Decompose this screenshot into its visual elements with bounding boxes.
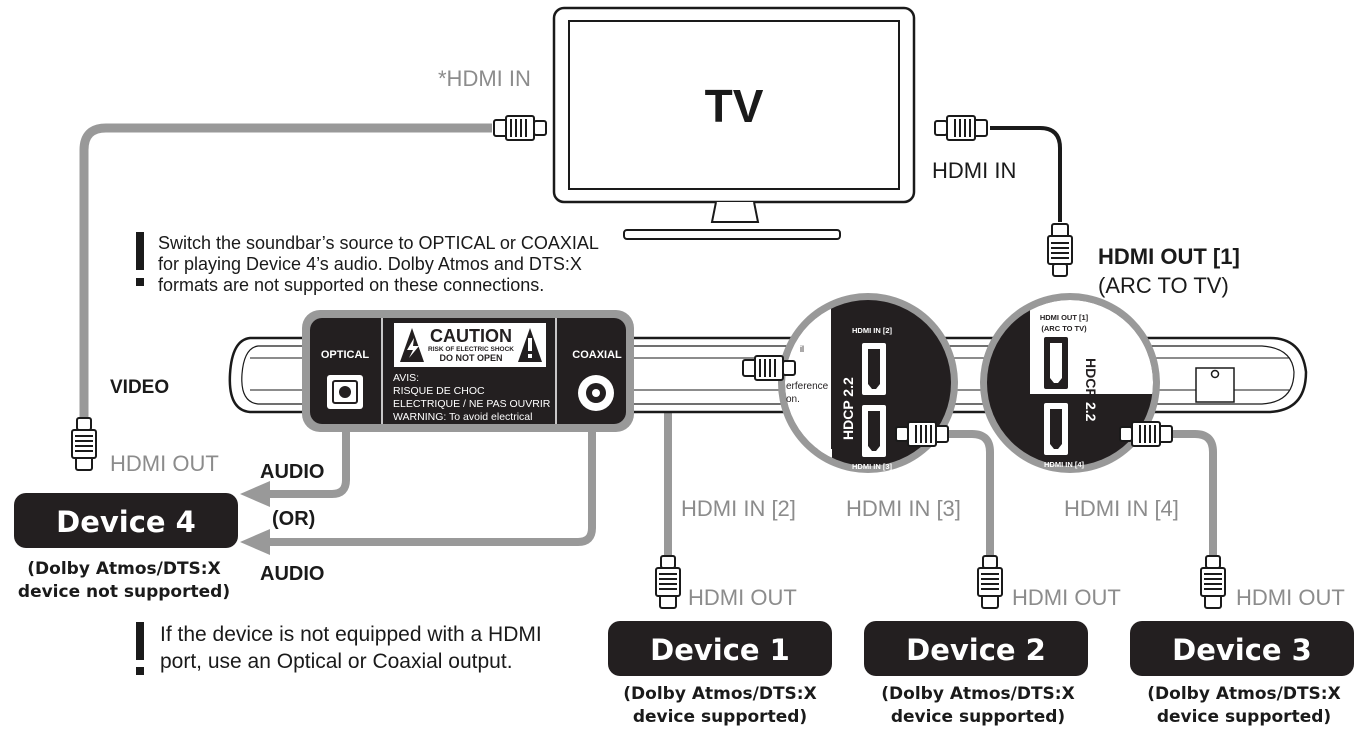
device-1-name: Device 1 [650,633,790,667]
device4-hdmi-plug [71,417,97,471]
optical-cable [268,412,350,498]
soundbar-arc-plug [1048,224,1072,276]
warning-line: WARNING: To avoid electrical [393,411,532,423]
device-4-note-line1: (Dolby Atmos/DTS:X [27,559,220,579]
hdmi-in-4-label: HDMI IN [4] [1064,496,1179,521]
video-label: VIDEO [110,377,169,398]
or-label: (OR) [272,508,315,530]
soundbar-hdmi-out-sub-label: (ARC TO TV) [1098,273,1229,298]
exclamation-icon [136,232,144,270]
device3-hdmi-out-label: HDMI OUT [1236,585,1345,610]
device1-hdmi-out-label: HDMI OUT [688,585,797,610]
partial-text-1: erference [786,381,829,392]
audio-input-panel: OPTICAL COAXIAL CAUTION RISK OF ELECTRIC… [302,310,634,432]
device-2-note-line1: (Dolby Atmos/DTS:X [881,684,1074,704]
optical-arrow [240,481,270,507]
device3-cable [1172,430,1217,560]
hdcp-label-right-top: HDCP [1083,358,1099,398]
partial-text-2: on. [786,394,800,405]
coaxial-arrow [240,529,270,555]
caution-line1: RISK OF ELECTRIC SHOCK [428,346,514,353]
hdcp-label-left: HDCP 2.2 [840,377,856,440]
hdcp-label-right-bottom: 2.2 [1083,402,1099,422]
tv-hdmi-in-right-label: HDMI IN [932,158,1016,183]
device-2: Device 2 (Dolby Atmos/DTS:X device suppo… [864,621,1088,727]
device4-hdmi-out-label: HDMI OUT [110,451,219,476]
device-4: Device 4 (Dolby Atmos/DTS:X device not s… [14,493,238,602]
device2-hdmi-plug [977,555,1003,609]
svg-text:il: il [800,344,804,354]
audio-label-1: AUDIO [260,461,324,483]
device-3: Device 3 (Dolby Atmos/DTS:X device suppo… [1130,621,1354,727]
avis-line3: ELECTRIQUE / NE PAS OUVRIR [393,398,551,410]
device-2-name: Device 2 [906,633,1046,667]
tv-hdmi-plug-left [493,115,547,141]
port-label-hdmi-out-1: HDMI OUT [1] [1040,313,1089,322]
port-label-hdmi-in-3: HDMI IN [3] [852,462,893,471]
device-4-note-line2: device not supported) [18,582,230,602]
tv-label: TV [705,80,764,132]
device1-hdmi-plug [655,555,681,609]
port-label-hdmi-in-2: HDMI IN [2] [852,326,893,335]
soundbar-hdmi-out-label: HDMI OUT [1] [1098,244,1240,269]
avis-line1: AVIS: [393,372,419,384]
device-3-name: Device 3 [1172,633,1312,667]
bottom-note: If the device is not equipped with a HDM… [136,622,542,675]
caution-line2: DO NOT OPEN [439,353,502,363]
optical-port-label: OPTICAL [321,349,370,361]
tv-hdmi-in-left-label: *HDMI IN [438,66,531,91]
device3-hdmi-plug [1200,555,1226,609]
device-4-name: Device 4 [56,505,196,539]
device-1-note-line2: device supported) [633,707,807,727]
device-2-note-line2: device supported) [891,707,1065,727]
hdmi-in-3-label: HDMI IN [3] [846,496,961,521]
device-1: Device 1 (Dolby Atmos/DTS:X device suppo… [608,621,832,727]
audio-label-2: AUDIO [260,563,324,585]
video-cable [79,123,492,418]
top-note: Switch the soundbar’s source to OPTICAL … [136,232,599,295]
hdmi-in-2-label: HDMI IN [2] [681,496,796,521]
port-label-hdmi-in-4: HDMI IN [4] [1044,460,1085,469]
device-3-note-line2: device supported) [1157,707,1331,727]
top-note-line2: for playing Device 4’s audio. Dolby Atmo… [158,254,582,274]
device-3-note-line1: (Dolby Atmos/DTS:X [1147,684,1340,704]
top-note-line3: formats are not supported on these conne… [158,275,544,295]
device2-hdmi-out-label: HDMI OUT [1012,585,1121,610]
bottom-note-line1: If the device is not equipped with a HDM… [160,623,542,646]
caution-title: CAUTION [430,326,512,346]
arc-cable [990,126,1062,222]
port-label-arc: (ARC TO TV) [1041,324,1087,333]
tv: TV [552,6,916,240]
tv-hdmi-plug-right [935,116,987,140]
device2-cable [948,430,994,560]
top-note-line1: Switch the soundbar’s source to OPTICAL … [158,233,599,253]
coaxial-cable [268,412,596,546]
device-1-note-line1: (Dolby Atmos/DTS:X [623,684,816,704]
bottom-note-line2: port, use an Optical or Coaxial output. [160,650,513,673]
coaxial-port-label: COAXIAL [572,349,622,361]
exclamation-icon-bottom [136,622,144,660]
avis-line2: RISQUE DE CHOC [393,385,485,397]
